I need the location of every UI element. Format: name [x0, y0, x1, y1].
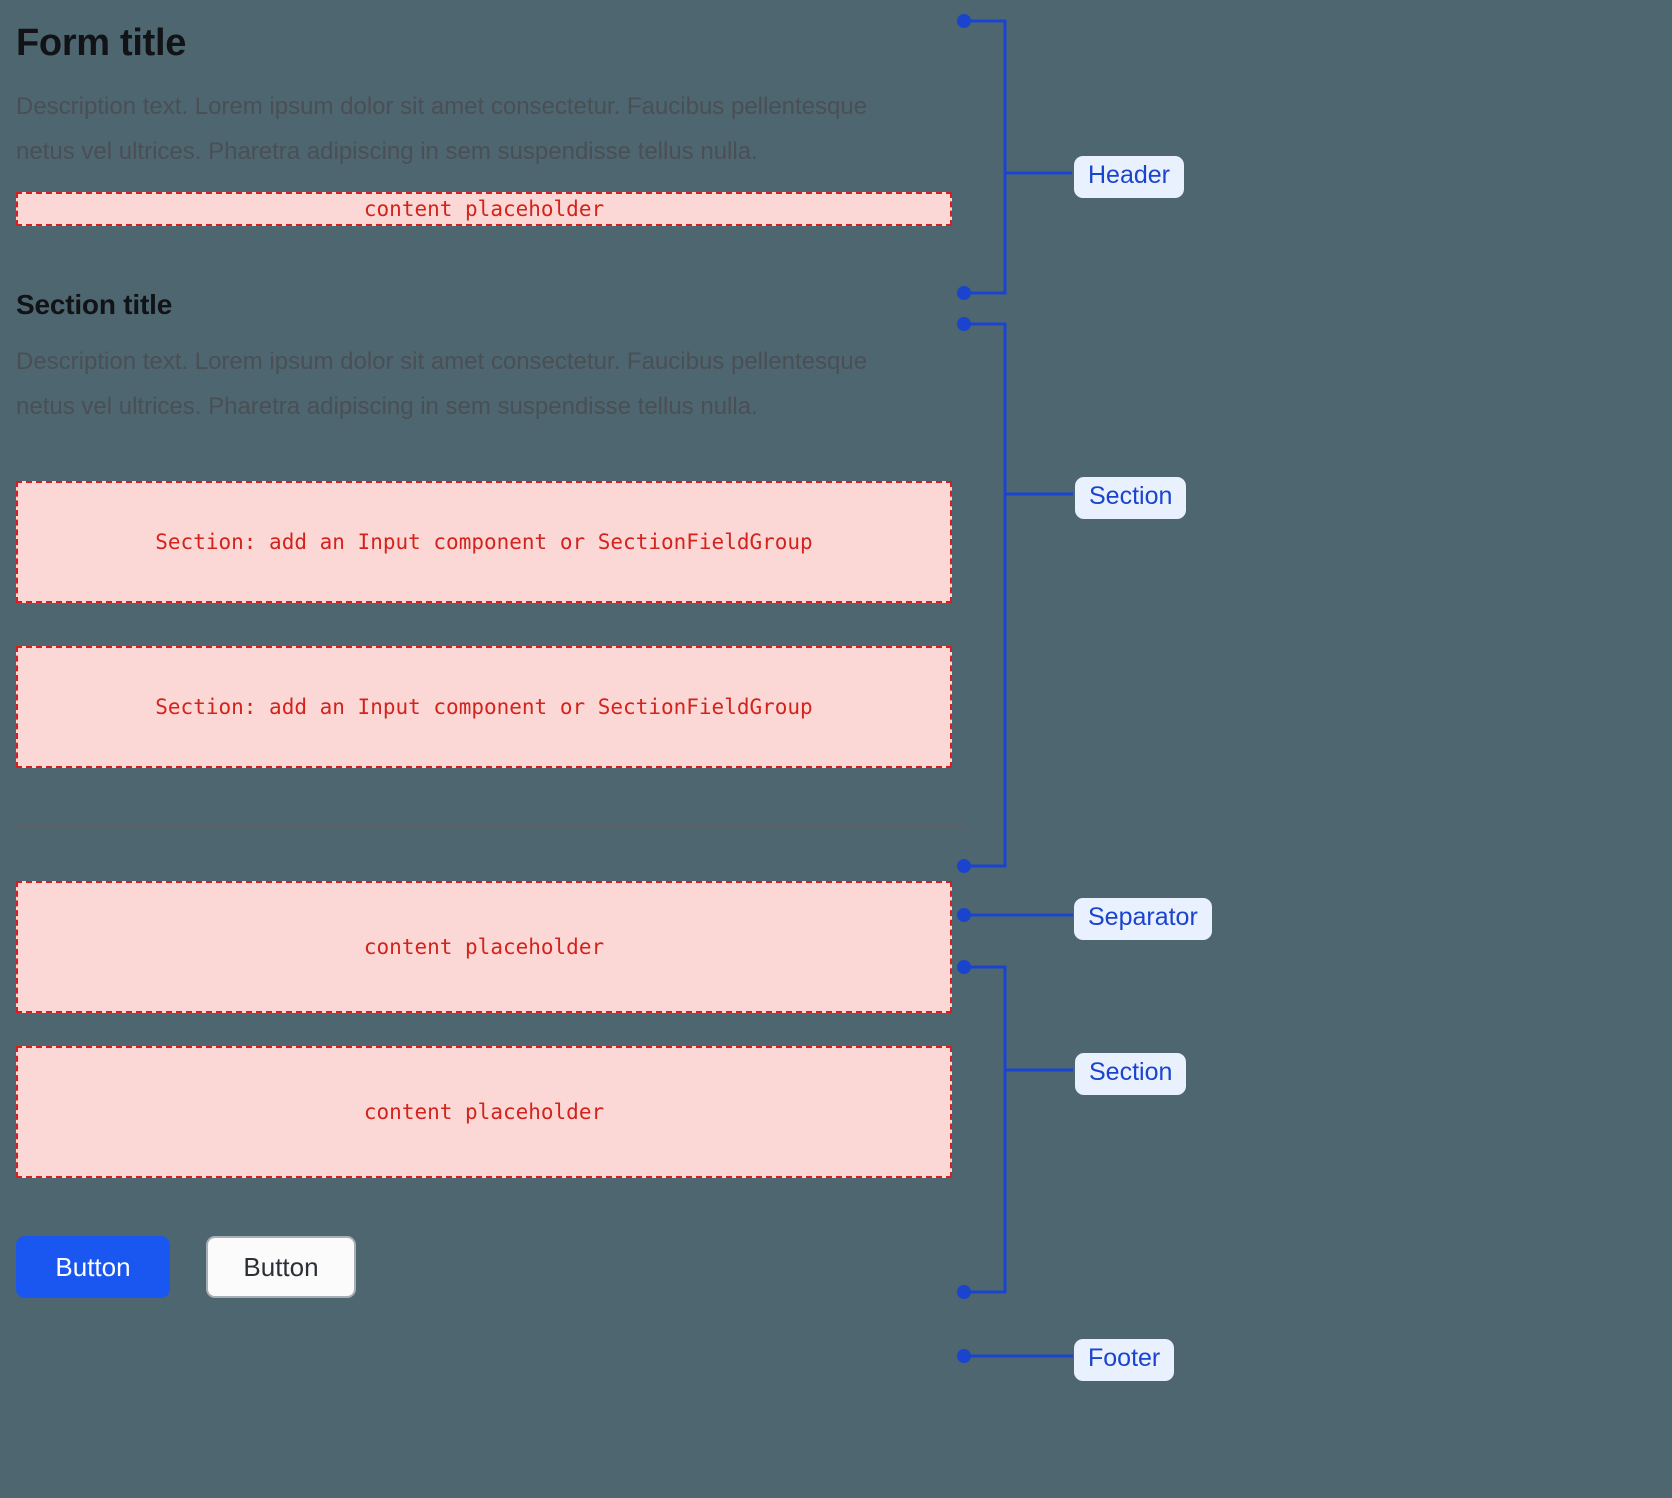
form-footer: Button Button	[16, 1236, 952, 1299]
section-two-content-placeholder-2: content placeholder	[16, 1046, 952, 1179]
annotation-badge-footer[interactable]: Footer	[1074, 1339, 1175, 1381]
section-two-dot-top	[957, 960, 971, 974]
form-preview: Form title Description text. Lorem ipsum…	[16, 0, 968, 1299]
separator-rule	[16, 825, 968, 828]
section-one-dot-top	[957, 317, 971, 331]
section-field-placeholder-2: Section: add an Input component or Secti…	[16, 646, 952, 769]
form-section-one: Section title Description text. Lorem ip…	[16, 288, 952, 769]
form-section-two: content placeholder content placeholder	[16, 881, 952, 1179]
section-two-bracket	[964, 965, 1007, 1294]
annotation-badge-header[interactable]: Header	[1074, 156, 1184, 198]
header-dot-bottom	[957, 286, 971, 300]
section-two-dot-bottom	[957, 1285, 971, 1299]
header-bracket	[964, 19, 1007, 295]
secondary-button[interactable]: Button	[206, 1236, 356, 1299]
page-title: Form title	[16, 22, 187, 64]
section-one-bracket	[964, 322, 1007, 868]
annotation-badge-section-two[interactable]: Section	[1075, 1053, 1187, 1095]
separator-dot	[957, 908, 971, 922]
annotation-badge-section-one[interactable]: Section	[1075, 477, 1187, 519]
section-description: Description text. Lorem ipsum dolor sit …	[16, 348, 868, 421]
footer-dot	[957, 1349, 971, 1363]
section-two-content-placeholder-1: content placeholder	[16, 881, 952, 1014]
section-title: Section title	[16, 288, 173, 320]
section-field-placeholder-1: Section: add an Input component or Secti…	[16, 481, 952, 604]
form-header: Form title Description text. Lorem ipsum…	[16, 22, 952, 226]
header-dot-top	[957, 14, 971, 28]
connector-dots	[957, 14, 971, 1363]
header-content-placeholder: content placeholder	[16, 191, 952, 226]
form-description: Description text. Lorem ipsum dolor sit …	[16, 92, 868, 165]
section-one-dot-bottom	[957, 859, 971, 873]
primary-button[interactable]: Button	[16, 1236, 170, 1299]
annotation-badge-separator[interactable]: Separator	[1074, 898, 1212, 940]
